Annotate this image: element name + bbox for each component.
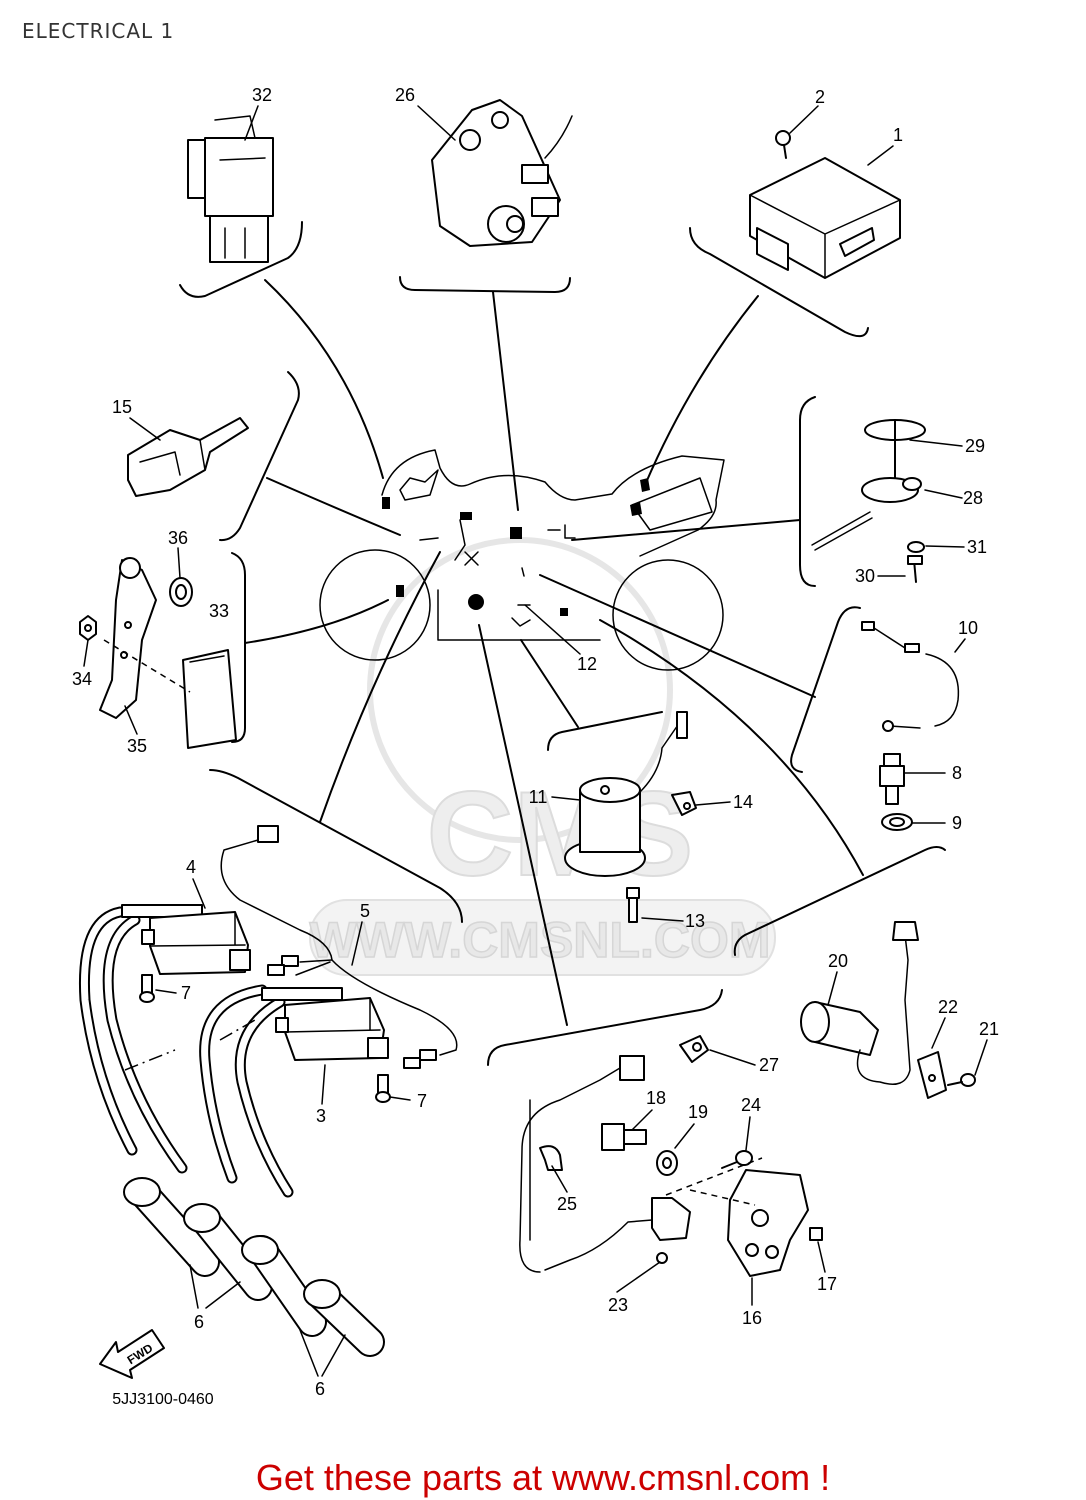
harness-23 [519,1055,763,1273]
nut-34 [79,615,97,641]
callout-33: 33 [209,601,229,621]
callout-7-a: 7 [181,983,191,1003]
washer-19 [656,1150,678,1176]
callout-36: 36 [168,528,188,548]
ecu-1 [749,157,901,279]
sensor-15 [127,417,249,497]
callout-23: 23 [608,1295,628,1315]
callout-14: 14 [733,792,753,812]
coil-4 [121,904,251,975]
terminal-27 [679,1035,709,1063]
callout-2: 2 [815,87,825,107]
callout-13: 13 [685,911,705,931]
bolt-18 [601,1123,647,1151]
callout-12: 12 [577,654,597,674]
callout-27: 27 [759,1055,779,1075]
callout-28: 28 [963,488,983,508]
callout-21: 21 [979,1019,999,1039]
footer-link[interactable]: Get these parts at www.cmsnl.com ! [256,1457,830,1498]
sensor-23 [544,1197,691,1271]
callout-8: 8 [952,763,962,783]
clamp-25 [539,1145,563,1171]
callout-16: 16 [742,1308,762,1328]
callout-30: 30 [855,566,875,586]
terminal-14 [671,791,697,816]
callout-3: 3 [316,1106,326,1126]
washer-9 [881,813,913,831]
bolt-21 [947,1073,976,1087]
watermark-logo: CMS [427,767,694,901]
callout-20: 20 [828,951,848,971]
callout-6-a: 6 [194,1312,204,1332]
bolt-13 [626,887,640,923]
callout-15: 15 [112,397,132,417]
callout-26: 26 [395,85,415,105]
callout-1: 1 [893,125,903,145]
diagram-code: 5JJ3100-0460 [112,1391,214,1408]
solenoid-11 [564,711,688,877]
washer-36 [169,577,193,607]
sensor-26 [431,99,573,247]
coil-3 [261,987,389,1061]
fwd-arrow-icon: FWD [99,1329,165,1379]
bracket-22 [917,1051,947,1099]
callouts: 32 26 2 1 15 29 28 31 30 36 33 34 35 10 … [72,85,999,1399]
lead-10 [861,621,960,732]
plate-16 [727,1169,809,1277]
screw-24 [721,1150,753,1169]
plug-wires-6 [78,906,385,1357]
callout-35: 35 [127,736,147,756]
callout-4: 4 [186,857,196,877]
plug-8 [879,753,905,805]
pad-33 [182,649,237,749]
callout-24: 24 [741,1095,761,1115]
pin-17 [809,1227,823,1241]
bolt-7-a [139,974,155,1003]
bracket-35 [99,557,191,719]
callout-29: 29 [965,436,985,456]
callout-31: 31 [967,537,987,557]
callout-32: 32 [252,85,272,105]
switch-28-29-30-31 [811,419,926,583]
leader-lines [179,221,946,1066]
callout-9: 9 [952,813,962,833]
bolt-7-b [375,1074,391,1103]
watermark: CMS WWW.CMSNL.COM [309,537,776,976]
callout-18: 18 [646,1088,666,1108]
wire-harness-5 [220,825,458,1069]
callout-34: 34 [72,669,92,689]
callout-7-b: 7 [417,1091,427,1111]
callout-25: 25 [557,1194,577,1214]
callout-17: 17 [817,1274,837,1294]
callout-11: 11 [529,787,548,807]
callout-19: 19 [688,1102,708,1122]
page-title: ELECTRICAL 1 [22,19,174,43]
callout-5: 5 [360,901,370,921]
callout-6-b: 6 [315,1379,325,1399]
relay-32 [187,115,274,263]
watermark-url: WWW.CMSNL.COM [309,912,770,968]
callout-10: 10 [958,618,978,638]
callout-22: 22 [938,997,958,1017]
sensor-20 [800,921,919,1085]
screw-2 [775,130,791,159]
